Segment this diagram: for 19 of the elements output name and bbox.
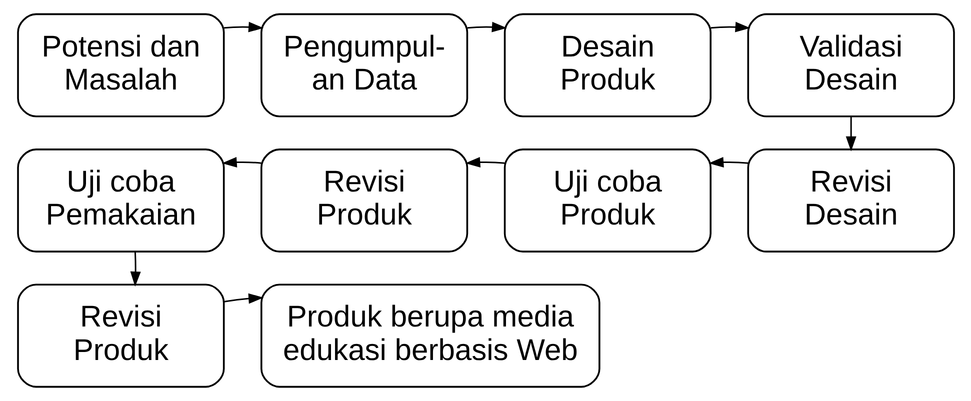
- arrow: [224, 293, 264, 304]
- node-box: Desain Produk: [503, 13, 711, 118]
- node-box: Revisi Desain: [746, 148, 954, 252]
- arrow: [221, 157, 261, 168]
- arrow: [845, 116, 856, 152]
- node-box: Uji coba Produk: [503, 148, 711, 252]
- arrow: [130, 252, 140, 287]
- node-box: Pengumpul- an Data: [260, 13, 468, 118]
- arrow: [224, 22, 264, 32]
- node-box: Revisi Produk: [16, 284, 224, 388]
- node-box: Uji coba Pemakaian: [16, 148, 224, 252]
- arrow: [710, 22, 750, 32]
- arrow: [708, 157, 748, 168]
- node-box: Potensi dan Masalah: [16, 13, 224, 118]
- node-box: Validasi Desain: [746, 13, 954, 118]
- node-box: Revisi Produk: [260, 148, 468, 252]
- arrow: [466, 22, 506, 32]
- arrow: [464, 157, 504, 168]
- node-box: Produk berupa media edukasi berbasis Web: [260, 284, 600, 388]
